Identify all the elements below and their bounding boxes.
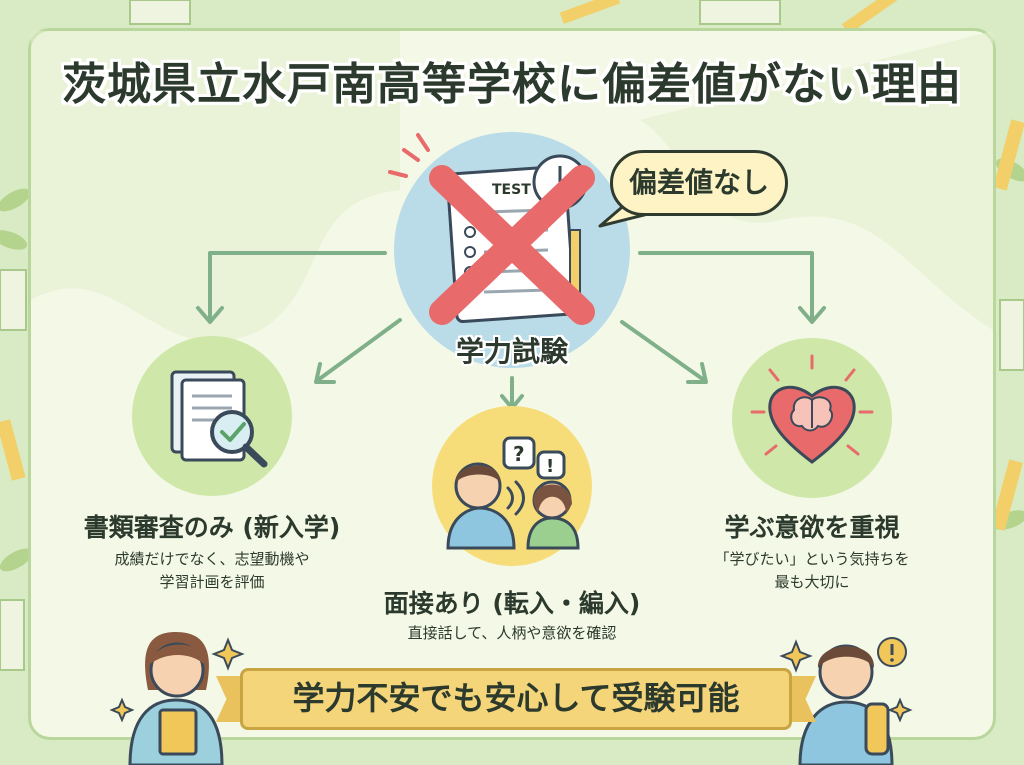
pencil-decoration-top — [559, 0, 899, 35]
arrow-right-diag — [620, 320, 706, 382]
leaf-decoration-left — [0, 188, 33, 572]
interview-people-icon — [446, 462, 580, 550]
exclamation-badge-icon — [877, 637, 907, 667]
exclamation-mark: ! — [546, 456, 554, 477]
book-decoration-top — [129, 0, 781, 25]
document-review-heading: 書類審査のみ (新入学) — [83, 513, 341, 542]
question-bubble-icon — [502, 436, 536, 470]
panel-wave-left — [31, 31, 400, 342]
reassurance-banner: 学力不安でも安心して受験可能 — [240, 668, 792, 730]
document-search-icon — [170, 370, 268, 468]
heart-brain-icon — [768, 385, 856, 464]
arrow-left-diag — [316, 318, 402, 382]
sparkle-lines — [388, 133, 430, 178]
motivation-heading: 学ぶ意欲を重視 — [724, 513, 900, 542]
interview-desc: 直接話して、人柄や意欲を確認 — [407, 624, 617, 642]
sparkle-left-icon — [109, 637, 245, 723]
arrow-left-top — [208, 251, 387, 322]
interview-heading: 面接あり (転入・編入) — [383, 589, 641, 618]
arrow-left-top-head — [196, 306, 224, 324]
academic-test-label: 学力試験 — [455, 335, 568, 368]
motivation-desc-line1: 「学びたい」という気持ちを — [714, 550, 910, 568]
book-decoration-right — [999, 299, 1024, 371]
question-mark: ? — [513, 442, 525, 466]
no-deviation-bubble: 偏差値なし — [610, 150, 788, 216]
motivation-desc-line2: 最も大切に — [774, 573, 850, 591]
document-review-desc-line1: 成績だけでなく、志望動機や — [114, 550, 310, 568]
rays-icon — [750, 354, 874, 456]
student-boy-illustration — [798, 644, 894, 765]
pencil-decoration-right — [991, 119, 1024, 531]
arrow-right-diag-head — [686, 362, 708, 384]
arrow-right-top-head — [798, 306, 826, 324]
cross-icon — [429, 165, 595, 325]
sound-waves-icon — [506, 480, 525, 516]
sparkle-right-icon — [779, 639, 913, 723]
arrow-right-top — [638, 251, 814, 322]
page-title: 茨城県立水戸南高等学校に偏差値がない理由 — [62, 59, 962, 110]
test-label: TEST — [492, 182, 531, 198]
document-review-desc-line2: 学習計画を評価 — [159, 573, 265, 591]
exclamation-bubble-icon — [536, 450, 566, 480]
student-girl-illustration — [128, 632, 224, 765]
book-decoration-left — [0, 269, 27, 671]
pencil-decoration-left — [0, 419, 26, 481]
arrow-left-diag-head — [314, 362, 336, 384]
flow-arrows — [196, 251, 826, 410]
panel-wave-right — [640, 31, 993, 330]
